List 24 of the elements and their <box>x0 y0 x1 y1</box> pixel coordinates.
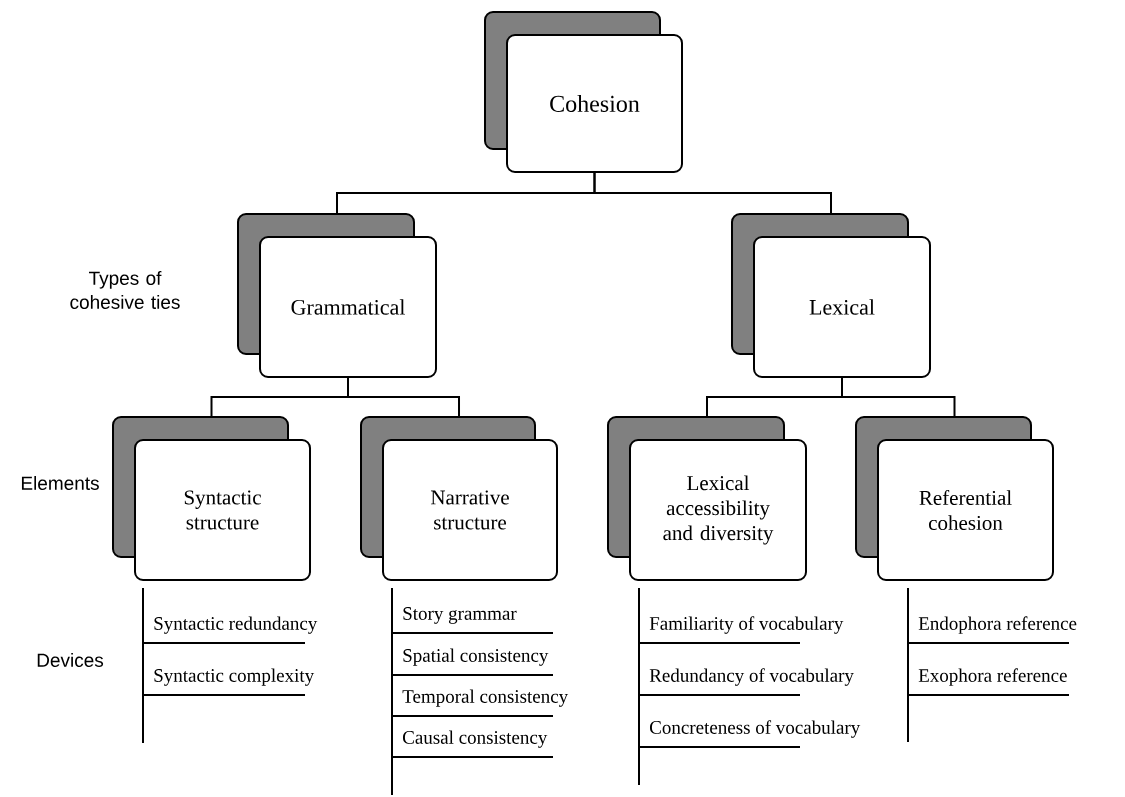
row-label: Types of cohesive ties <box>70 271 180 309</box>
device-label: Causal consistency <box>403 730 548 748</box>
device-label: Spatial consistency <box>403 648 549 666</box>
device-label: Familiarity of vocabulary <box>649 616 844 634</box>
device-label: Syntactic complexity <box>154 668 315 686</box>
box: Referential cohesion <box>855 416 1054 581</box>
box: Syntactic structure <box>112 416 311 581</box>
box: Cohesion <box>484 11 683 173</box>
connector <box>841 377 956 418</box>
connector <box>593 172 832 215</box>
box: Narrative structure <box>360 416 558 581</box>
device-label: Endophora reference <box>918 616 1077 634</box>
box: Grammatical <box>237 213 437 378</box>
box: Lexical accessibility and diversity <box>607 416 807 581</box>
device-label: Redundancy of vocabulary <box>649 668 854 686</box>
device-label: Concreteness of vocabulary <box>650 720 861 738</box>
device-label: Temporal consistency <box>402 689 569 707</box>
row-label: Elements <box>21 476 99 490</box>
connector <box>347 377 460 418</box>
device-label: Syntactic redundancy <box>154 616 318 634</box>
device-label: Exophora reference <box>918 668 1067 686</box>
box: Lexical <box>731 213 931 378</box>
row-label: Devices <box>37 653 104 667</box>
device-label: Story grammar <box>403 607 517 624</box>
